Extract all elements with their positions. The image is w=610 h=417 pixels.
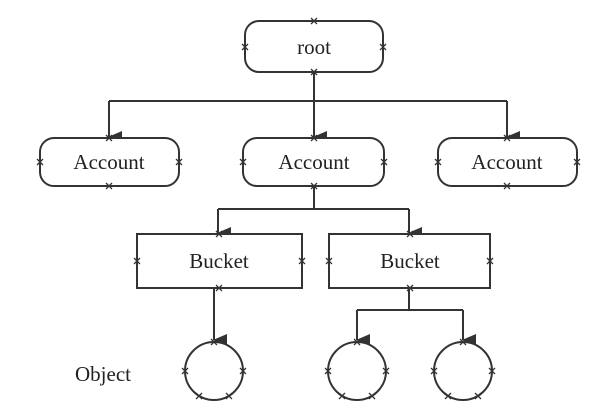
port-marker	[310, 17, 318, 25]
port-markers	[36, 17, 581, 400]
node-bucket-right-label: Bucket	[380, 249, 440, 273]
node-object-1	[184, 341, 244, 401]
node-account-mid-label: Account	[278, 150, 349, 174]
node-root-label: root	[297, 35, 331, 59]
port-marker	[215, 284, 223, 292]
port-marker	[379, 43, 387, 51]
port-marker	[503, 134, 511, 142]
node-object-2	[327, 341, 387, 401]
port-marker	[239, 158, 247, 166]
port-marker	[486, 257, 494, 265]
port-marker	[239, 367, 247, 375]
port-marker	[181, 367, 189, 375]
node-account-left: Account	[39, 137, 180, 187]
port-marker	[406, 230, 414, 238]
port-marker	[215, 230, 223, 238]
port-marker	[459, 338, 467, 346]
port-marker	[310, 182, 318, 190]
port-marker	[382, 367, 390, 375]
port-marker	[474, 392, 482, 400]
port-marker	[298, 257, 306, 265]
port-marker	[36, 158, 44, 166]
node-account-right: Account	[437, 137, 578, 187]
port-marker	[105, 134, 113, 142]
port-marker	[353, 338, 361, 346]
node-bucket-left-label: Bucket	[189, 249, 249, 273]
port-marker	[195, 392, 203, 400]
node-account-right-label: Account	[471, 150, 542, 174]
node-object-3	[433, 341, 493, 401]
node-account-mid: Account	[242, 137, 385, 187]
port-marker	[325, 257, 333, 265]
port-marker	[338, 392, 346, 400]
port-marker	[175, 158, 183, 166]
node-root: root	[244, 20, 384, 73]
port-marker	[133, 257, 141, 265]
port-marker	[434, 158, 442, 166]
node-bucket-right: Bucket	[328, 233, 491, 289]
port-marker	[105, 182, 113, 190]
port-marker	[225, 392, 233, 400]
port-marker	[310, 68, 318, 76]
node-bucket-left: Bucket	[136, 233, 303, 289]
node-account-left-label: Account	[73, 150, 144, 174]
port-marker	[573, 158, 581, 166]
port-marker	[444, 392, 452, 400]
edges	[108, 72, 520, 346]
port-marker	[210, 338, 218, 346]
port-marker	[406, 284, 414, 292]
object-row-label: Object	[75, 362, 131, 386]
port-marker	[241, 43, 249, 51]
port-marker	[503, 182, 511, 190]
port-marker	[430, 367, 438, 375]
port-marker	[488, 367, 496, 375]
port-marker	[324, 367, 332, 375]
port-marker	[368, 392, 376, 400]
port-marker	[310, 134, 318, 142]
port-marker	[380, 158, 388, 166]
